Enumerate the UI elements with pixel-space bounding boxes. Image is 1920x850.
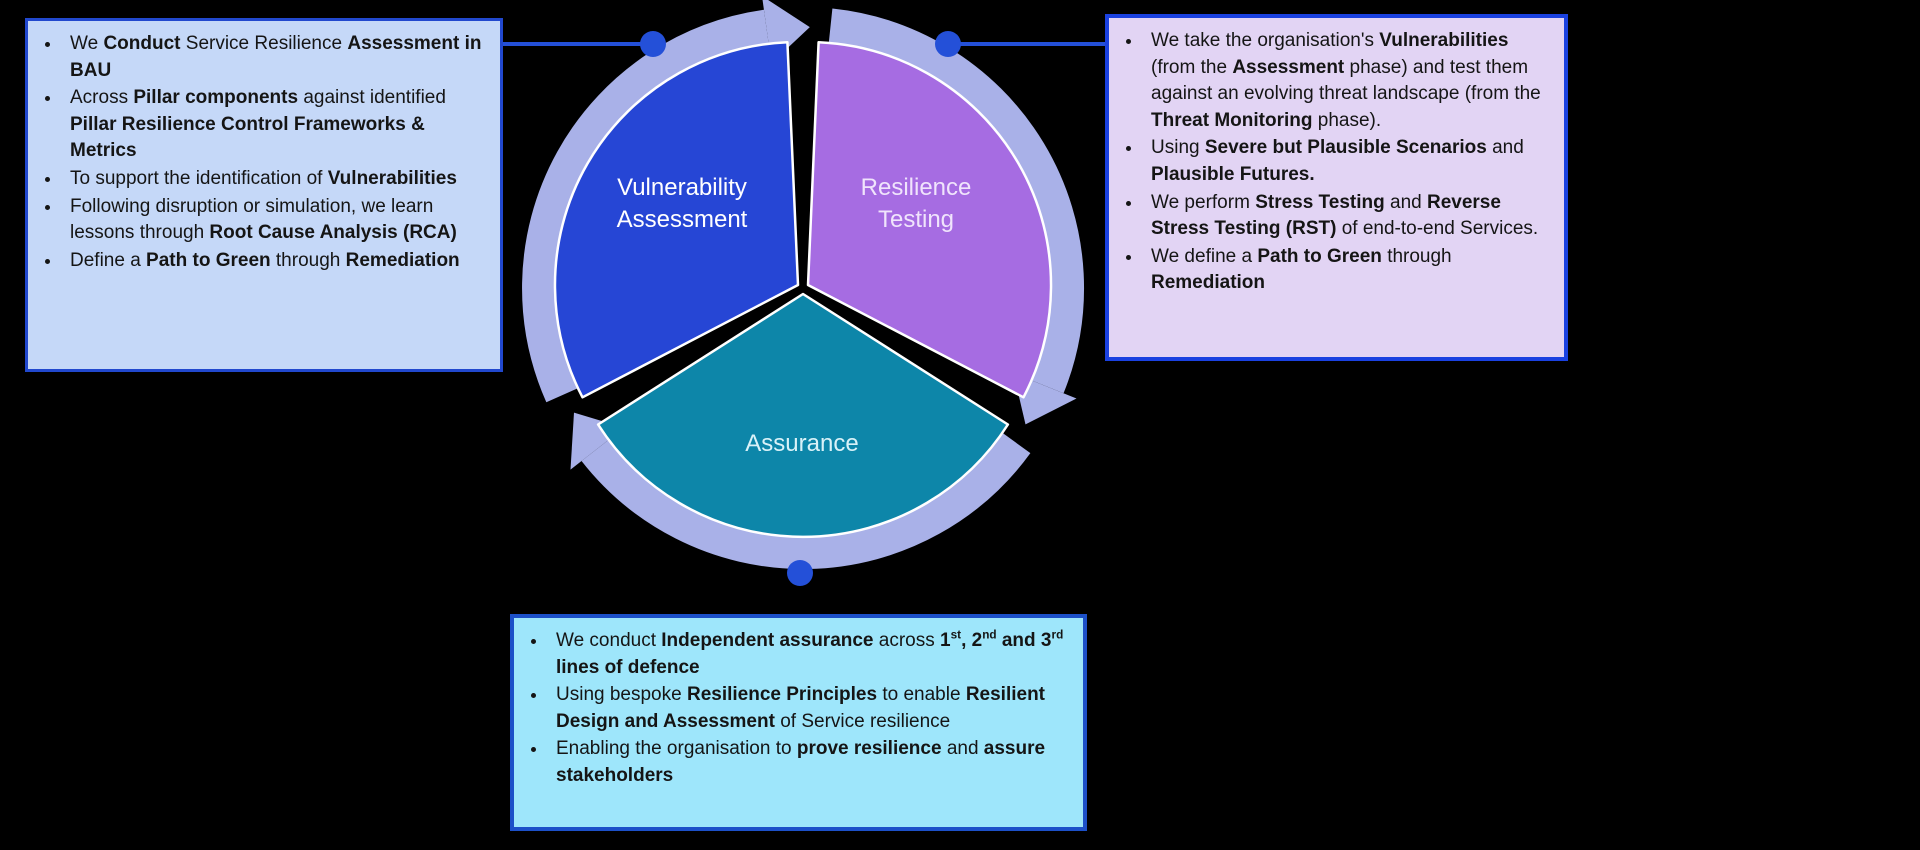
connector-dot-bottom: [787, 560, 813, 586]
segment-label-resilience-testing: Resilience Testing: [860, 174, 972, 234]
bullet-item: To support the identification of Vulnera…: [62, 166, 490, 193]
bullet-item: We take the organisation's Vulnerabiliti…: [1143, 28, 1554, 134]
cycle-sectors: [553, 40, 1053, 539]
ring-arc-top-left: [522, 9, 770, 403]
assurance-bullet-list: We conduct Independent assurance across …: [514, 618, 1083, 799]
cycle-ring: [522, 0, 1084, 570]
bullet-item: Using bespoke Resilience Principles to e…: [548, 682, 1073, 735]
assurance-note-box: We conduct Independent assurance across …: [510, 614, 1087, 831]
ring-arc-bottom: [581, 429, 1031, 570]
segment-label-vulnerability-assessment: Vulnerability Assessment: [616, 174, 748, 234]
resilience-testing-bullet-list: We take the organisation's Vulnerabiliti…: [1109, 18, 1564, 306]
sector-resilience-testing: [806, 40, 1053, 399]
bullet-item: Enabling the organisation to prove resil…: [548, 736, 1073, 789]
bullet-item: Define a Path to Green through Remediati…: [62, 248, 490, 275]
connector-dot-left: [640, 31, 666, 57]
sector-vulnerability-assessment: [553, 40, 800, 399]
bullet-item: Across Pillar components against identif…: [62, 85, 490, 165]
bullet-item: We conduct Independent assurance across …: [548, 628, 1073, 681]
ring-arc-right: [828, 8, 1084, 394]
sector-assurance: [596, 292, 1010, 539]
vulnerability-assessment-note-box: We Conduct Service Resilience Assessment…: [25, 18, 503, 372]
connectors: [501, 31, 1107, 586]
connector-dot-right: [935, 31, 961, 57]
bullet-item: Following disruption or simulation, we l…: [62, 194, 490, 247]
bullet-item: Using Severe but Plausible Scenarios and…: [1143, 135, 1554, 188]
vulnerability-assessment-bullet-list: We Conduct Service Resilience Assessment…: [28, 21, 500, 283]
segment-label-assurance: Assurance: [745, 430, 859, 457]
bullet-item: We Conduct Service Resilience Assessment…: [62, 31, 490, 84]
resilience-testing-note-box: We take the organisation's Vulnerabiliti…: [1105, 14, 1568, 361]
bullet-item: We define a Path to Green through Remedi…: [1143, 244, 1554, 297]
bullet-item: We perform Stress Testing and Reverse St…: [1143, 190, 1554, 243]
